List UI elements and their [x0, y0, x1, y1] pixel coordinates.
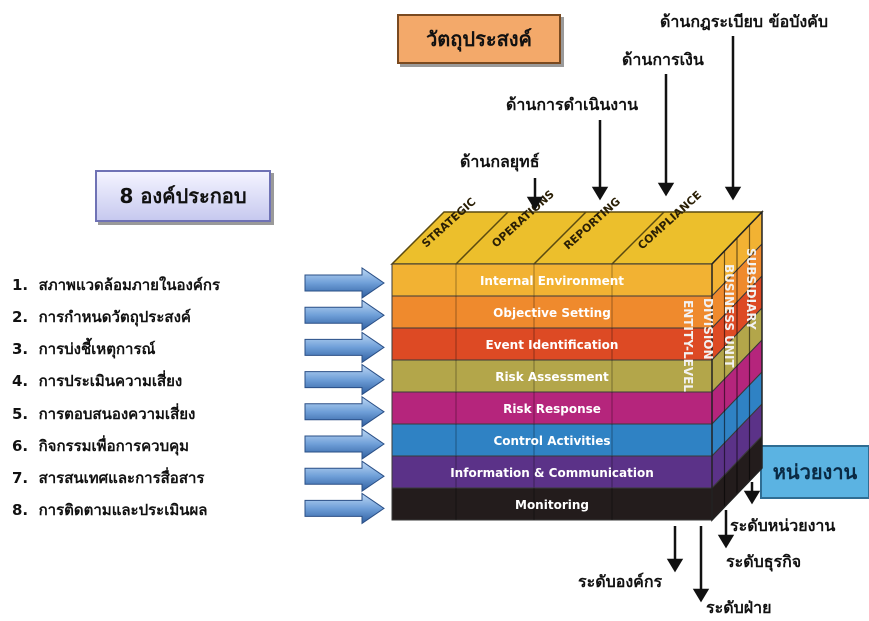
- cube-right-face: [711, 210, 763, 522]
- component-arrow: [304, 492, 385, 525]
- side-face-entity-level: ENTITY-LEVEL: [681, 300, 695, 392]
- objective-compliance-label: ด้านกฎระเบียบ ข้อบังคับ: [660, 12, 829, 31]
- cube-row-label: Risk Response: [503, 402, 601, 416]
- component-list-item: 4. การประเมินความเสี่ยง: [12, 372, 183, 390]
- cube-row-label: Objective Setting: [493, 306, 611, 320]
- cube-row-label: Risk Assessment: [495, 370, 609, 384]
- level-subsidiary-label: ระดับหน่วยงาน: [730, 516, 836, 535]
- component-arrow: [304, 428, 385, 460]
- component-list-item: 5. การตอบสนองความเสี่ยง: [12, 405, 196, 423]
- cube-row: [391, 487, 713, 521]
- component-arrow: [304, 331, 385, 364]
- cube-row-label: Information & Communication: [450, 466, 654, 480]
- cube-top-face: STRATEGIC OPERATIONS REPORTING COMPLIANC…: [390, 188, 764, 265]
- cube-row: [391, 391, 713, 425]
- side-face-division: DIVISION: [701, 298, 715, 360]
- component-arrow: [304, 460, 385, 493]
- cube-row-label: Monitoring: [515, 498, 589, 512]
- component-list-item: 3. การบ่งชี้เหตุการณ์: [12, 340, 156, 358]
- component-arrow: [304, 363, 385, 396]
- side-face-subsidiary: SUBSIDIARY: [744, 248, 758, 330]
- cube-row: [391, 423, 713, 457]
- level-entity-label: ระดับองค์กร: [578, 572, 663, 591]
- component-list-item: 8. การติดตามและประเมินผล: [12, 501, 208, 519]
- side-face-business-unit: BUSINESS UNIT: [722, 264, 736, 368]
- objectives-title: วัตถุประสงค์: [397, 14, 561, 64]
- component-list-item: 7. สารสนเทศและการสื่อสาร: [12, 469, 205, 487]
- objective-operations-label: ด้านการดำเนินงาน: [506, 95, 639, 114]
- component-list-item: 1. สภาพแวดล้อมภายในองค์กร: [12, 276, 221, 294]
- cube-row: [391, 263, 713, 297]
- component-arrow: [304, 267, 385, 299]
- component-list-item: 2. การกำหนดวัตถุประสงค์: [12, 308, 191, 326]
- cube-row-label: Control Activities: [493, 434, 610, 448]
- cube-row-label: Internal Environment: [480, 274, 624, 288]
- cube-row-label: Event Identification: [486, 338, 619, 352]
- level-division-label: ระดับฝ่าย: [706, 598, 772, 617]
- right-face-labels: ENTITY-LEVEL DIVISION BUSINESS UNIT SUBS…: [681, 248, 758, 392]
- component-arrow: [304, 395, 385, 428]
- cube-row: [391, 327, 713, 361]
- components-title: 8 องค์ประกอบ: [95, 170, 271, 222]
- cube-row: [391, 455, 713, 489]
- objective-reporting-label: ด้านการเงิน: [622, 50, 704, 69]
- cube-row: [391, 295, 713, 329]
- units-title: หน่วยงาน: [760, 445, 869, 499]
- component-arrow: [304, 299, 385, 332]
- objective-arrows: [526, 36, 742, 211]
- cube-row: [391, 359, 713, 393]
- component-list-item: 6. กิจกรรมเพื่อการควบคุม: [12, 437, 190, 455]
- component-arrows: [304, 267, 385, 525]
- level-business-unit-label: ระดับธุรกิจ: [726, 552, 802, 571]
- objective-strategic-label: ด้านกลยุทธ์: [460, 152, 540, 171]
- unit-level-arrows: [666, 482, 761, 603]
